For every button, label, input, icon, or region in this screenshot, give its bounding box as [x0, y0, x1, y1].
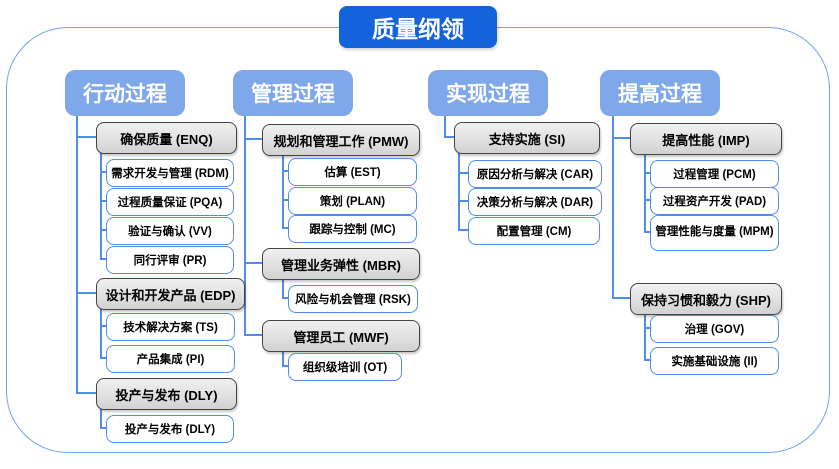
- connector-line: [282, 199, 288, 201]
- connector-line: [612, 297, 630, 299]
- leaf-node-pqa: 过程质量保证 (PQA): [106, 188, 234, 216]
- leaf-node-ts: 技术解决方案 (TS): [106, 313, 235, 341]
- connector-line: [282, 278, 284, 299]
- connector-line: [100, 357, 106, 359]
- connector-line: [458, 229, 468, 231]
- group-node-mbr: 管理业务弹性 (MBR): [262, 248, 420, 280]
- group-node-si: 支持实施 (SI): [454, 122, 600, 154]
- connector-line: [282, 227, 288, 229]
- connector-line: [458, 152, 460, 231]
- leaf-node-vv: 验证与确认 (VV): [106, 217, 234, 245]
- leaf-node-pi: 产品集成 (PI): [106, 345, 235, 373]
- connector-line: [282, 170, 288, 172]
- connector-line: [76, 292, 96, 294]
- leaf-node-ot: 组织级培训 (OT): [288, 353, 402, 381]
- connector-line: [444, 136, 454, 138]
- connector-line: [244, 334, 262, 336]
- connector-line: [100, 200, 106, 202]
- leaf-node-pr: 同行评审 (PR): [106, 246, 234, 274]
- group-node-imp: 提高性能 (IMP): [630, 123, 782, 155]
- connector-line: [244, 116, 246, 336]
- connector-line: [100, 408, 102, 429]
- leaf-node-cm: 配置管理 (CM): [468, 217, 600, 245]
- connector-line: [644, 153, 646, 233]
- leaf-node-mc: 跟踪与控制 (MC): [288, 215, 417, 243]
- group-node-enq: 确保质量 (ENQ): [96, 122, 237, 154]
- connector-line: [100, 308, 102, 359]
- leaf-node-ii: 实施基础设施 (II): [650, 347, 779, 375]
- leaf-node-pcm: 过程管理 (PCM): [650, 160, 779, 188]
- connector-line: [100, 258, 106, 260]
- connector-line: [100, 325, 106, 327]
- leaf-node-plan: 策划 (PLAN): [288, 187, 417, 215]
- connector-line: [644, 359, 650, 361]
- column-header-management: 管理过程: [233, 70, 353, 116]
- connector-line: [244, 262, 262, 264]
- connector-line: [76, 116, 78, 393]
- group-node-dly: 投产与发布 (DLY): [96, 378, 237, 410]
- group-node-pmw: 规划和管理工作 (PMW): [262, 124, 420, 156]
- connector-line: [76, 392, 96, 394]
- connector-line: [100, 427, 106, 429]
- connector-line: [644, 231, 650, 233]
- connector-line: [644, 199, 650, 201]
- connector-line: [458, 200, 468, 202]
- leaf-node-gov: 治理 (GOV): [650, 315, 779, 343]
- connector-line: [76, 136, 96, 138]
- leaf-node-dar: 决策分析与解决 (DAR): [468, 188, 602, 216]
- connector-line: [100, 152, 102, 259]
- leaf-node-dly: 投产与发布 (DLY): [106, 415, 234, 443]
- connector-line: [244, 138, 262, 140]
- connector-line: [282, 297, 288, 299]
- leaf-node-rdm: 需求开发与管理 (RDM): [106, 159, 234, 187]
- column-header-improvement: 提高过程: [600, 70, 720, 116]
- connector-line: [100, 229, 106, 231]
- connector-line: [644, 327, 650, 329]
- leaf-node-rsk: 风险与机会管理 (RSK): [288, 285, 418, 313]
- diagram-title: 质量纲领: [339, 6, 497, 48]
- connector-line: [458, 172, 468, 174]
- connector-line: [100, 171, 106, 173]
- leaf-node-pad: 过程资产开发 (PAD): [650, 187, 779, 215]
- leaf-node-est: 估算 (EST): [288, 158, 417, 186]
- connector-line: [612, 137, 630, 139]
- column-header-action: 行动过程: [65, 70, 185, 116]
- column-header-realization: 实现过程: [428, 70, 548, 116]
- group-node-shp: 保持习惯和毅力 (SHP): [630, 283, 782, 315]
- group-node-mwf: 管理员工 (MWF): [262, 320, 420, 352]
- connector-line: [282, 350, 284, 367]
- connector-line: [612, 116, 614, 299]
- leaf-node-mpm: 管理性能与度量 (MPM): [650, 215, 779, 251]
- leaf-node-car: 原因分析与解决 (CAR): [468, 160, 602, 188]
- connector-line: [644, 313, 646, 361]
- connector-line: [282, 365, 288, 367]
- connector-line: [444, 116, 446, 138]
- connector-line: [644, 172, 650, 174]
- connector-line: [282, 154, 284, 229]
- group-node-edp: 设计和开发产品 (EDP): [96, 278, 245, 310]
